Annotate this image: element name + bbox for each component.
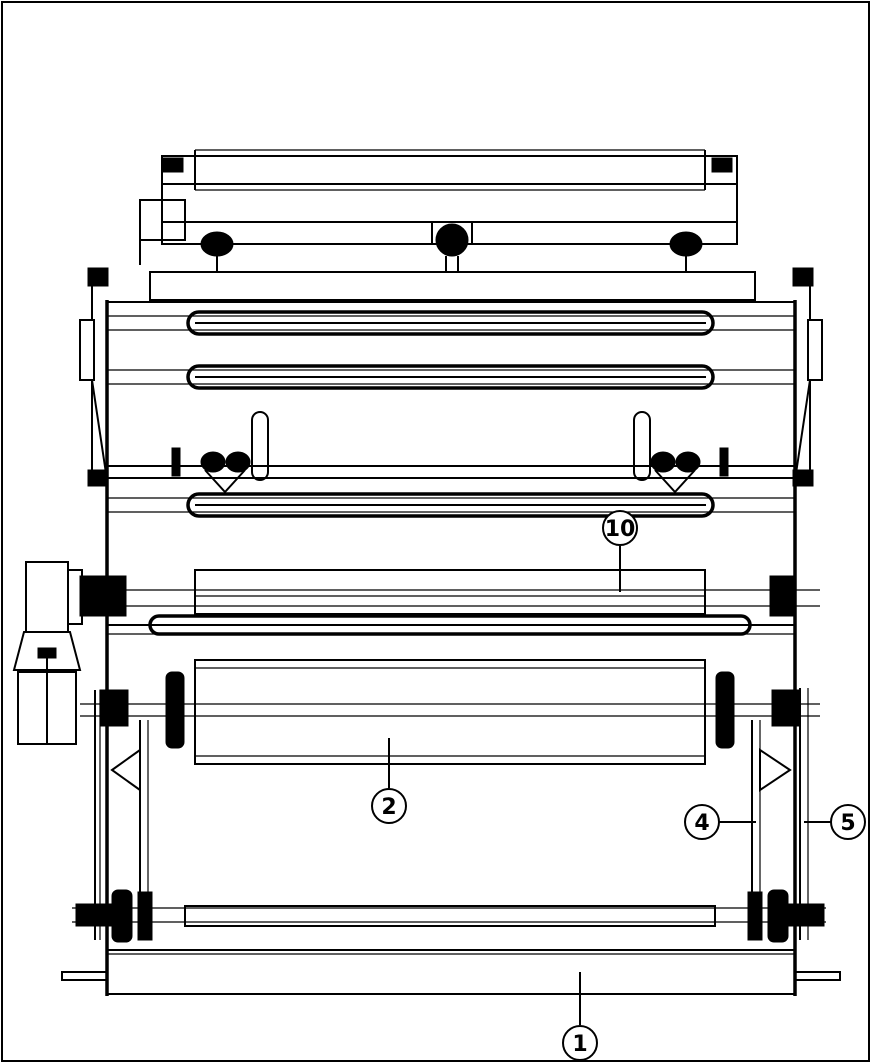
main-side-frames: [79, 267, 823, 996]
callout-4: 4: [684, 804, 756, 840]
gear-right: [669, 231, 703, 257]
roller-2: [194, 659, 706, 765]
callout-1: 1: [562, 972, 598, 1061]
callout-10-label: 10: [605, 517, 636, 542]
support-arms: [94, 688, 809, 940]
middle-rollers: [107, 310, 795, 518]
callout-5-label: 5: [840, 811, 855, 836]
callout-10: 10: [602, 510, 638, 592]
callout-1-label: 1: [572, 1032, 587, 1057]
base-roller-1: [61, 949, 841, 995]
roller-2-assembly: [80, 659, 820, 765]
roller-10: [194, 569, 706, 615]
gear-left: [200, 231, 234, 257]
gear-center: [435, 223, 469, 257]
drive-motor: [12, 561, 109, 745]
callout-2-label: 2: [381, 795, 396, 820]
guide-slot-left: [251, 411, 269, 481]
roller-10-assembly: [80, 569, 820, 636]
guide-slot-right: [633, 411, 651, 481]
top-roller-assembly: [139, 149, 756, 301]
bottom-roller-assembly: [72, 889, 826, 943]
callout-4-label: 4: [694, 811, 709, 836]
callout-2: 2: [371, 738, 407, 824]
callout-5: 5: [804, 804, 866, 840]
